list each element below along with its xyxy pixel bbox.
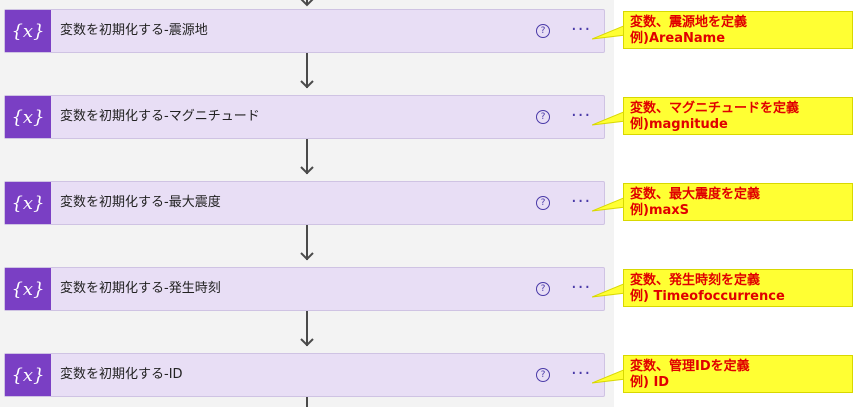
more-options-icon[interactable]: ···	[571, 105, 592, 126]
more-options-icon[interactable]: ···	[571, 277, 592, 298]
callout-note: 変数、管理IDを定義 例) ID	[623, 355, 853, 393]
arrow-down-icon	[300, 252, 314, 261]
variable-icon: {x}	[5, 96, 51, 138]
flow-connector	[306, 139, 308, 174]
help-icon[interactable]: ?	[536, 368, 550, 382]
callout-line: 変数、管理IDを定義	[630, 359, 750, 374]
flow-step-occurrence-time[interactable]: {x} 変数を初期化する-発生時刻 ? ···	[4, 267, 605, 311]
flow-connector	[306, 225, 308, 260]
variable-icon: {x}	[5, 10, 51, 52]
flow-step-magnitude[interactable]: {x} 変数を初期化する-マグニチュード ? ···	[4, 95, 605, 139]
flow-canvas: {x} 変数を初期化する-震源地 ? ··· {x} 変数を初期化する-マグニチ…	[0, 0, 614, 407]
more-options-icon[interactable]: ···	[571, 191, 592, 212]
variable-icon: {x}	[5, 268, 51, 310]
arrow-down-icon	[300, 80, 314, 89]
callout-line: 例) ID	[630, 375, 670, 390]
help-icon[interactable]: ?	[536, 110, 550, 124]
flow-step-max-intensity[interactable]: {x} 変数を初期化する-最大震度 ? ···	[4, 181, 605, 225]
callout-line: 例)AreaName	[630, 31, 726, 46]
flow-connector	[306, 311, 308, 346]
step-title: 変数を初期化する-ID	[60, 367, 183, 382]
arrow-down-icon	[300, 166, 314, 175]
variable-icon: {x}	[5, 354, 51, 396]
step-title: 変数を初期化する-マグニチュード	[60, 109, 260, 124]
flow-connector	[306, 53, 308, 88]
flow-step-epicenter[interactable]: {x} 変数を初期化する-震源地 ? ···	[4, 9, 605, 53]
callout-line: 変数、マグニチュードを定義	[630, 101, 800, 116]
callout-line: 例) Timeofoccurrence	[630, 289, 785, 304]
callout-line: 例)magnitude	[630, 117, 728, 132]
more-options-icon[interactable]: ···	[571, 19, 592, 40]
flow-connector	[306, 397, 308, 407]
callout-line: 変数、震源地を定義	[630, 15, 748, 30]
callout-pointer	[592, 282, 626, 298]
callout-line: 例)maxS	[630, 203, 690, 218]
callout-pointer	[592, 196, 626, 212]
help-icon[interactable]: ?	[536, 24, 550, 38]
help-icon[interactable]: ?	[536, 196, 550, 210]
arrow-down-icon	[300, 0, 314, 7]
callout-note: 変数、最大震度を定義 例)maxS	[623, 183, 853, 221]
callout-pointer	[592, 110, 626, 126]
step-title: 変数を初期化する-震源地	[60, 23, 208, 38]
callout-note: 変数、マグニチュードを定義 例)magnitude	[623, 97, 853, 135]
more-options-icon[interactable]: ···	[571, 363, 592, 384]
flow-step-id[interactable]: {x} 変数を初期化する-ID ? ···	[4, 353, 605, 397]
arrow-down-icon	[300, 338, 314, 347]
step-title: 変数を初期化する-発生時刻	[60, 281, 221, 296]
callout-note: 変数、発生時刻を定義 例) Timeofoccurrence	[623, 269, 853, 307]
callout-note: 変数、震源地を定義 例)AreaName	[623, 11, 853, 49]
callout-line: 変数、発生時刻を定義	[630, 273, 761, 288]
callout-pointer	[592, 24, 626, 40]
variable-icon: {x}	[5, 182, 51, 224]
flow-connector	[306, 0, 308, 4]
step-title: 変数を初期化する-最大震度	[60, 195, 221, 210]
callout-line: 変数、最大震度を定義	[630, 187, 761, 202]
callout-pointer	[592, 368, 626, 384]
help-icon[interactable]: ?	[536, 282, 550, 296]
